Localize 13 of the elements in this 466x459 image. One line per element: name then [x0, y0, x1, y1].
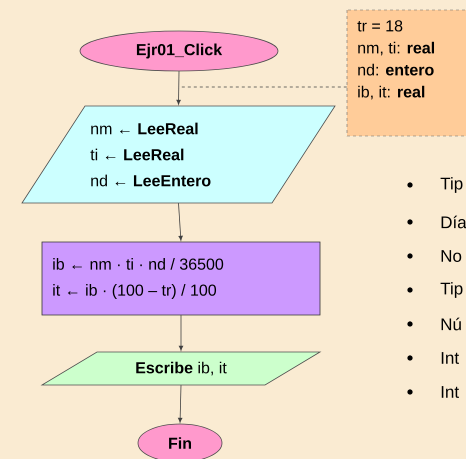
bullet-text: Int	[442, 352, 459, 364]
arrow	[178, 384, 182, 423]
bullet-text: Tip	[440, 177, 462, 193]
arrow	[176, 70, 181, 105]
bullet-text: No	[442, 250, 462, 262]
arrow	[178, 202, 183, 241]
leader-line	[180, 86, 348, 88]
process-box: ib ← nm · ti · nd / 36500 it ← ib · (100 – tr) / 100	[42, 242, 320, 316]
arrow	[178, 314, 184, 351]
bullet-text: Nú	[442, 318, 461, 330]
annotation-box: tr = 18 nm, ti: real nd: entero ib, it: real	[346, 10, 466, 136]
bullet-text: Int	[442, 386, 459, 398]
bullet-text: Tip	[440, 282, 462, 298]
